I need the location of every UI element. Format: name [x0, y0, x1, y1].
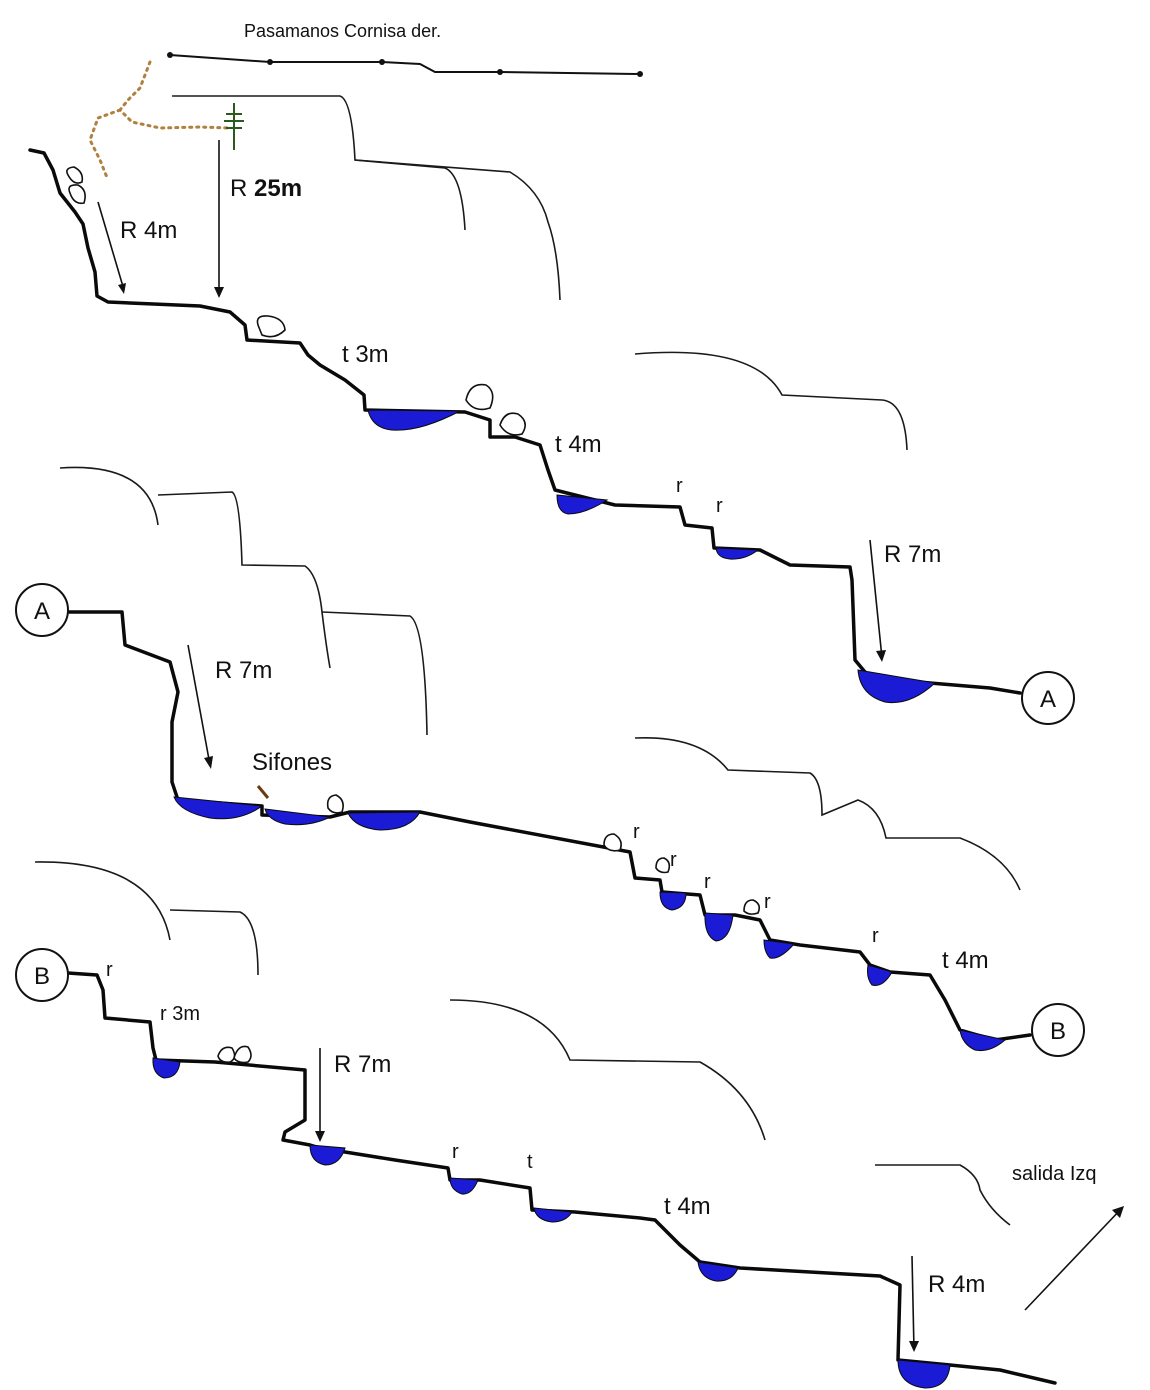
- connector-a-end: A: [1021, 671, 1075, 725]
- section-1-walls: [172, 95, 908, 451]
- connector-a-start: A: [15, 583, 69, 637]
- label-r-3: r: [633, 821, 640, 843]
- label-r7m-section2: R 7m: [215, 657, 272, 684]
- section-1-pools: [367, 409, 937, 704]
- label-r4m-top: R 4m: [120, 217, 177, 244]
- svg-text:A: A: [1040, 686, 1056, 713]
- section-3-canyon-bed: [66, 971, 1057, 1385]
- label-r-7: r: [872, 925, 879, 947]
- svg-text:B: B: [34, 963, 50, 990]
- svg-text:A: A: [34, 598, 50, 625]
- diagram-title: Pasamanos Cornisa der.: [244, 21, 441, 41]
- label-r-1: r: [676, 475, 683, 497]
- label-r3m: r 3m: [160, 1003, 200, 1025]
- svg-text:B: B: [1050, 1018, 1066, 1045]
- label-salida: salida Izq: [1012, 1163, 1097, 1185]
- arrow-r4m-bottom: [909, 1255, 919, 1352]
- connector-b-end: B: [1031, 1003, 1085, 1057]
- section-3-boulders: [217, 1045, 252, 1064]
- label-t4m-section2: t 4m: [942, 947, 989, 974]
- section-2-pools: [173, 796, 1007, 1051]
- label-r-2: r: [716, 495, 723, 517]
- arrow-salida: [1024, 1206, 1124, 1311]
- label-r-9: r: [452, 1141, 459, 1163]
- label-r-5: r: [704, 871, 711, 893]
- label-r-4: r: [670, 849, 677, 871]
- section-2-walls: [59, 466, 1021, 891]
- label-t-1: t: [527, 1151, 533, 1173]
- label-r25m: R 25m: [230, 175, 302, 202]
- section-3-walls: [34, 861, 1011, 1226]
- arrow-r7m-section1: [869, 539, 886, 662]
- label-r7m-section1: R 7m: [884, 541, 941, 568]
- label-r-6: r: [764, 891, 771, 913]
- arrow-r4m: [97, 201, 126, 294]
- label-sifones: Sifones: [252, 749, 332, 776]
- arrow-r7m-section3: [315, 1048, 325, 1142]
- approach-trail: [88, 60, 232, 182]
- section-1-boulders: [66, 166, 526, 436]
- section-1-canyon-bed: [28, 148, 1022, 695]
- label-t4m-section1: t 4m: [555, 431, 602, 458]
- arrow-r7m-section2: [187, 644, 213, 769]
- label-t4m-section3: t 4m: [664, 1193, 711, 1220]
- section-3-pools: [152, 1057, 951, 1389]
- connector-b-start: B: [15, 948, 69, 1002]
- section-2-boulders: [256, 785, 760, 915]
- handrail-line: [167, 52, 643, 77]
- label-r-8: r: [106, 959, 113, 981]
- label-r7m-section3: R 7m: [334, 1051, 391, 1078]
- anchor-icon: [224, 103, 244, 150]
- arrow-r25m: [214, 140, 224, 298]
- label-t3m: t 3m: [342, 341, 389, 368]
- label-r4m-bottom: R 4m: [928, 1271, 985, 1298]
